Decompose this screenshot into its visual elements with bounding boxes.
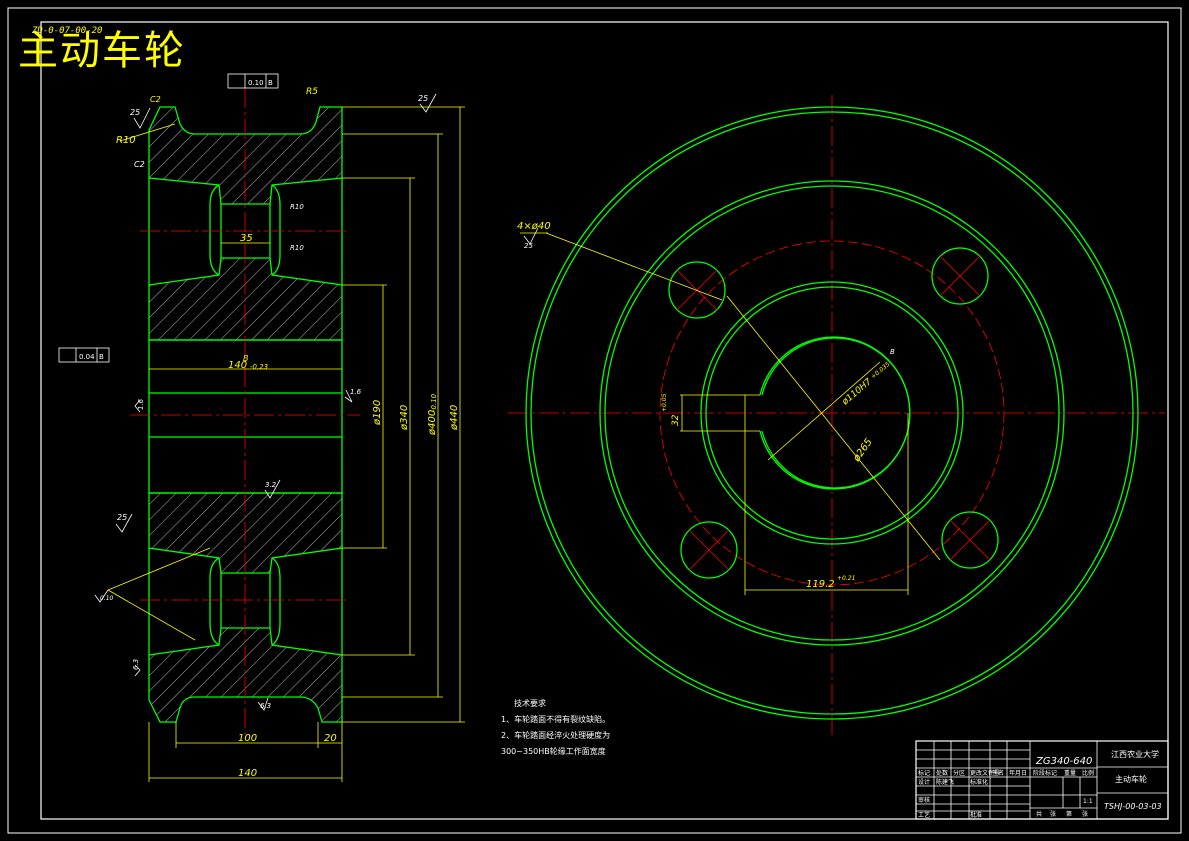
label-bore-mark: B bbox=[890, 348, 895, 356]
tb-header-5: 年月日 bbox=[1009, 769, 1027, 777]
label-dim-119-tol: +0.21 bbox=[837, 575, 855, 582]
label-dim-100: 100 bbox=[238, 733, 257, 744]
tb-mid-2: 比例 bbox=[1082, 769, 1094, 777]
label-dim-119: 119.2 bbox=[806, 579, 835, 590]
label-c2-top: C2 bbox=[150, 95, 161, 104]
tb-part-name: 主动车轮 bbox=[1115, 774, 1147, 784]
section-hatch-lower bbox=[148, 627, 343, 723]
label-dim-140-mark: B bbox=[243, 354, 249, 363]
tb-mid-1: 重量 bbox=[1064, 769, 1076, 777]
web-lower bbox=[148, 548, 343, 655]
tb-approve: 批准 bbox=[970, 811, 982, 819]
label-dim-140-upper: 140 bbox=[228, 360, 247, 371]
tb-sheet-1: 张 bbox=[1050, 810, 1056, 818]
label-tol-010-lower: 0.10 bbox=[100, 595, 114, 602]
label-rough-16-left: 1.6 bbox=[137, 398, 145, 410]
label-keyway-tol: +0.05 bbox=[661, 393, 668, 412]
tech-req-heading: 技术要求 bbox=[514, 698, 546, 708]
tb-drawing-number: TSHJ-00-03-03 bbox=[1104, 802, 1162, 811]
tread-inner bbox=[604, 185, 1060, 641]
label-keyway-width: 32 bbox=[671, 414, 681, 426]
label-holes: 4×ø40 bbox=[517, 221, 551, 232]
label-bore-tol: +0.035 bbox=[870, 361, 892, 381]
rim-outer bbox=[525, 106, 1139, 720]
tolerance-top-value: 0.10 bbox=[248, 79, 264, 87]
tech-req-item-2: 2、车轮踏面经淬火处理硬度为 bbox=[501, 730, 610, 740]
bolt-circle bbox=[659, 240, 1005, 586]
tech-req-item-3: 300~350HB轮缘工作面宽度 bbox=[501, 746, 606, 756]
tb-header-3: 更改文件号 bbox=[970, 769, 1000, 777]
tb-mid-0: 阶段标记 bbox=[1033, 769, 1057, 777]
tolerance-top-datum: B bbox=[268, 79, 273, 87]
label-dim-190: ø190 bbox=[372, 400, 383, 426]
label-r25-top: 25 bbox=[130, 108, 140, 117]
tb-scale: 1:1 bbox=[1083, 798, 1093, 805]
tb-row2-1: 陈建飞 bbox=[936, 778, 954, 786]
outer-border bbox=[7, 7, 1182, 834]
tb-header-4: 签名 bbox=[992, 769, 1004, 777]
label-dim-140-tol: -0.23 bbox=[250, 363, 268, 371]
label-dim-265: ø265 bbox=[851, 437, 875, 465]
title-block: 标记 处数 分区 更改文件号 签名 年月日 设计 陈建飞 标准化 审核 工艺 批… bbox=[915, 740, 1169, 820]
label-r25-right: 25 bbox=[418, 94, 428, 103]
hub-outer bbox=[700, 281, 964, 545]
inner-border bbox=[40, 21, 1169, 820]
label-rough-32: 3.2 bbox=[265, 481, 277, 489]
label-c2-mid: C2 bbox=[134, 160, 145, 169]
hole-top-right bbox=[931, 247, 989, 305]
label-rough-16-right: 1.6 bbox=[350, 388, 362, 396]
hole-bottom-right bbox=[941, 511, 999, 569]
label-rough-63-left: 6.3 bbox=[132, 659, 140, 670]
technical-requirements: 技术要求 1、车轮踏面不得有裂纹缺陷。 2、车轮踏面经淬火处理硬度为 300~3… bbox=[501, 698, 610, 756]
tb-sheet-2: 第 bbox=[1066, 810, 1072, 818]
label-dim-35: 35 bbox=[240, 233, 253, 244]
tb-craft: 工艺 bbox=[918, 811, 930, 819]
tb-school: 江西农业大学 bbox=[1111, 749, 1159, 759]
label-r10-hub-a: R10 bbox=[290, 203, 304, 211]
label-holes-rough: 25 bbox=[524, 242, 533, 250]
label-rough-25-lower: 25 bbox=[117, 513, 127, 522]
label-r5: R5 bbox=[306, 87, 318, 97]
tb-sheet-3: 张 bbox=[1082, 810, 1088, 818]
section-view: 0.10 B 0.04 B C2 25 R10 C2 R5 25 R10 R10… bbox=[58, 73, 465, 782]
tb-header-0: 标记 bbox=[918, 769, 930, 777]
hole-bottom-left bbox=[680, 521, 738, 579]
web-upper bbox=[148, 178, 343, 285]
label-dim-340: ø340 bbox=[399, 405, 410, 431]
tolerance-left-value: 0.04 bbox=[79, 353, 95, 361]
label-r10-top: R10 bbox=[116, 135, 136, 146]
tb-sheet-0: 共 bbox=[1036, 810, 1042, 818]
rim-inner bbox=[530, 111, 1134, 715]
bore-arc bbox=[761, 337, 911, 489]
hub-inner bbox=[705, 286, 959, 540]
tolerance-left-datum: B bbox=[99, 353, 104, 361]
label-dim-400-tol: -0.10 bbox=[430, 393, 438, 412]
tb-header-2: 分区 bbox=[953, 769, 965, 777]
hole-top-left bbox=[668, 261, 726, 319]
label-dim-440: ø440 bbox=[449, 405, 460, 431]
label-dim-140-bottom: 140 bbox=[238, 768, 257, 779]
drawing-code-top: ZD-0-07-00-20 bbox=[32, 26, 103, 36]
tb-material: ZG340-640 bbox=[1035, 756, 1092, 767]
tread-outer bbox=[599, 180, 1065, 646]
label-r10-hub-b: R10 bbox=[290, 244, 304, 252]
tb-header-1: 处数 bbox=[936, 769, 948, 777]
section-hatch-upper-hub bbox=[148, 257, 343, 341]
tb-audit: 审核 bbox=[918, 796, 930, 804]
page-title: 主动车轮 bbox=[18, 28, 186, 74]
tb-row2-0: 设计 bbox=[918, 778, 930, 786]
tb-row2-3: 标准化 bbox=[970, 778, 988, 786]
section-hatch-upper bbox=[148, 106, 343, 205]
label-dim-20: 20 bbox=[324, 733, 337, 744]
label-dim-400: ø400 bbox=[427, 410, 438, 436]
front-view: 4×ø40 25 ø110H7 +0.035 B ø265 32 +0.05 1… bbox=[508, 95, 1165, 735]
tech-req-item-1: 1、车轮踏面不得有裂纹缺陷。 bbox=[501, 714, 610, 724]
